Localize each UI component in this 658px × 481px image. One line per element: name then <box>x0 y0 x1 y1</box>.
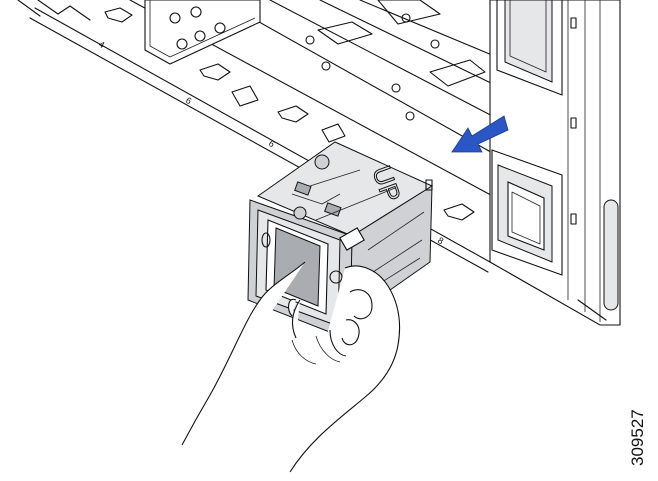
slot-label: 8 <box>436 235 445 246</box>
slot-tab: 8 <box>436 203 475 246</box>
slot-label: 6 <box>267 138 276 149</box>
hand-illustration <box>181 261 401 473</box>
slot-label: 4 <box>97 39 106 50</box>
slot-tab: 6 <box>267 105 309 149</box>
slot-label: 6 <box>184 95 193 106</box>
chassis: 4 6 6 8 <box>17 0 621 326</box>
insertion-arrow-icon <box>451 115 509 153</box>
slot-tab: 6 <box>184 63 231 106</box>
figure-number: 309527 <box>628 409 647 466</box>
slot-tab: 4 <box>97 7 133 50</box>
